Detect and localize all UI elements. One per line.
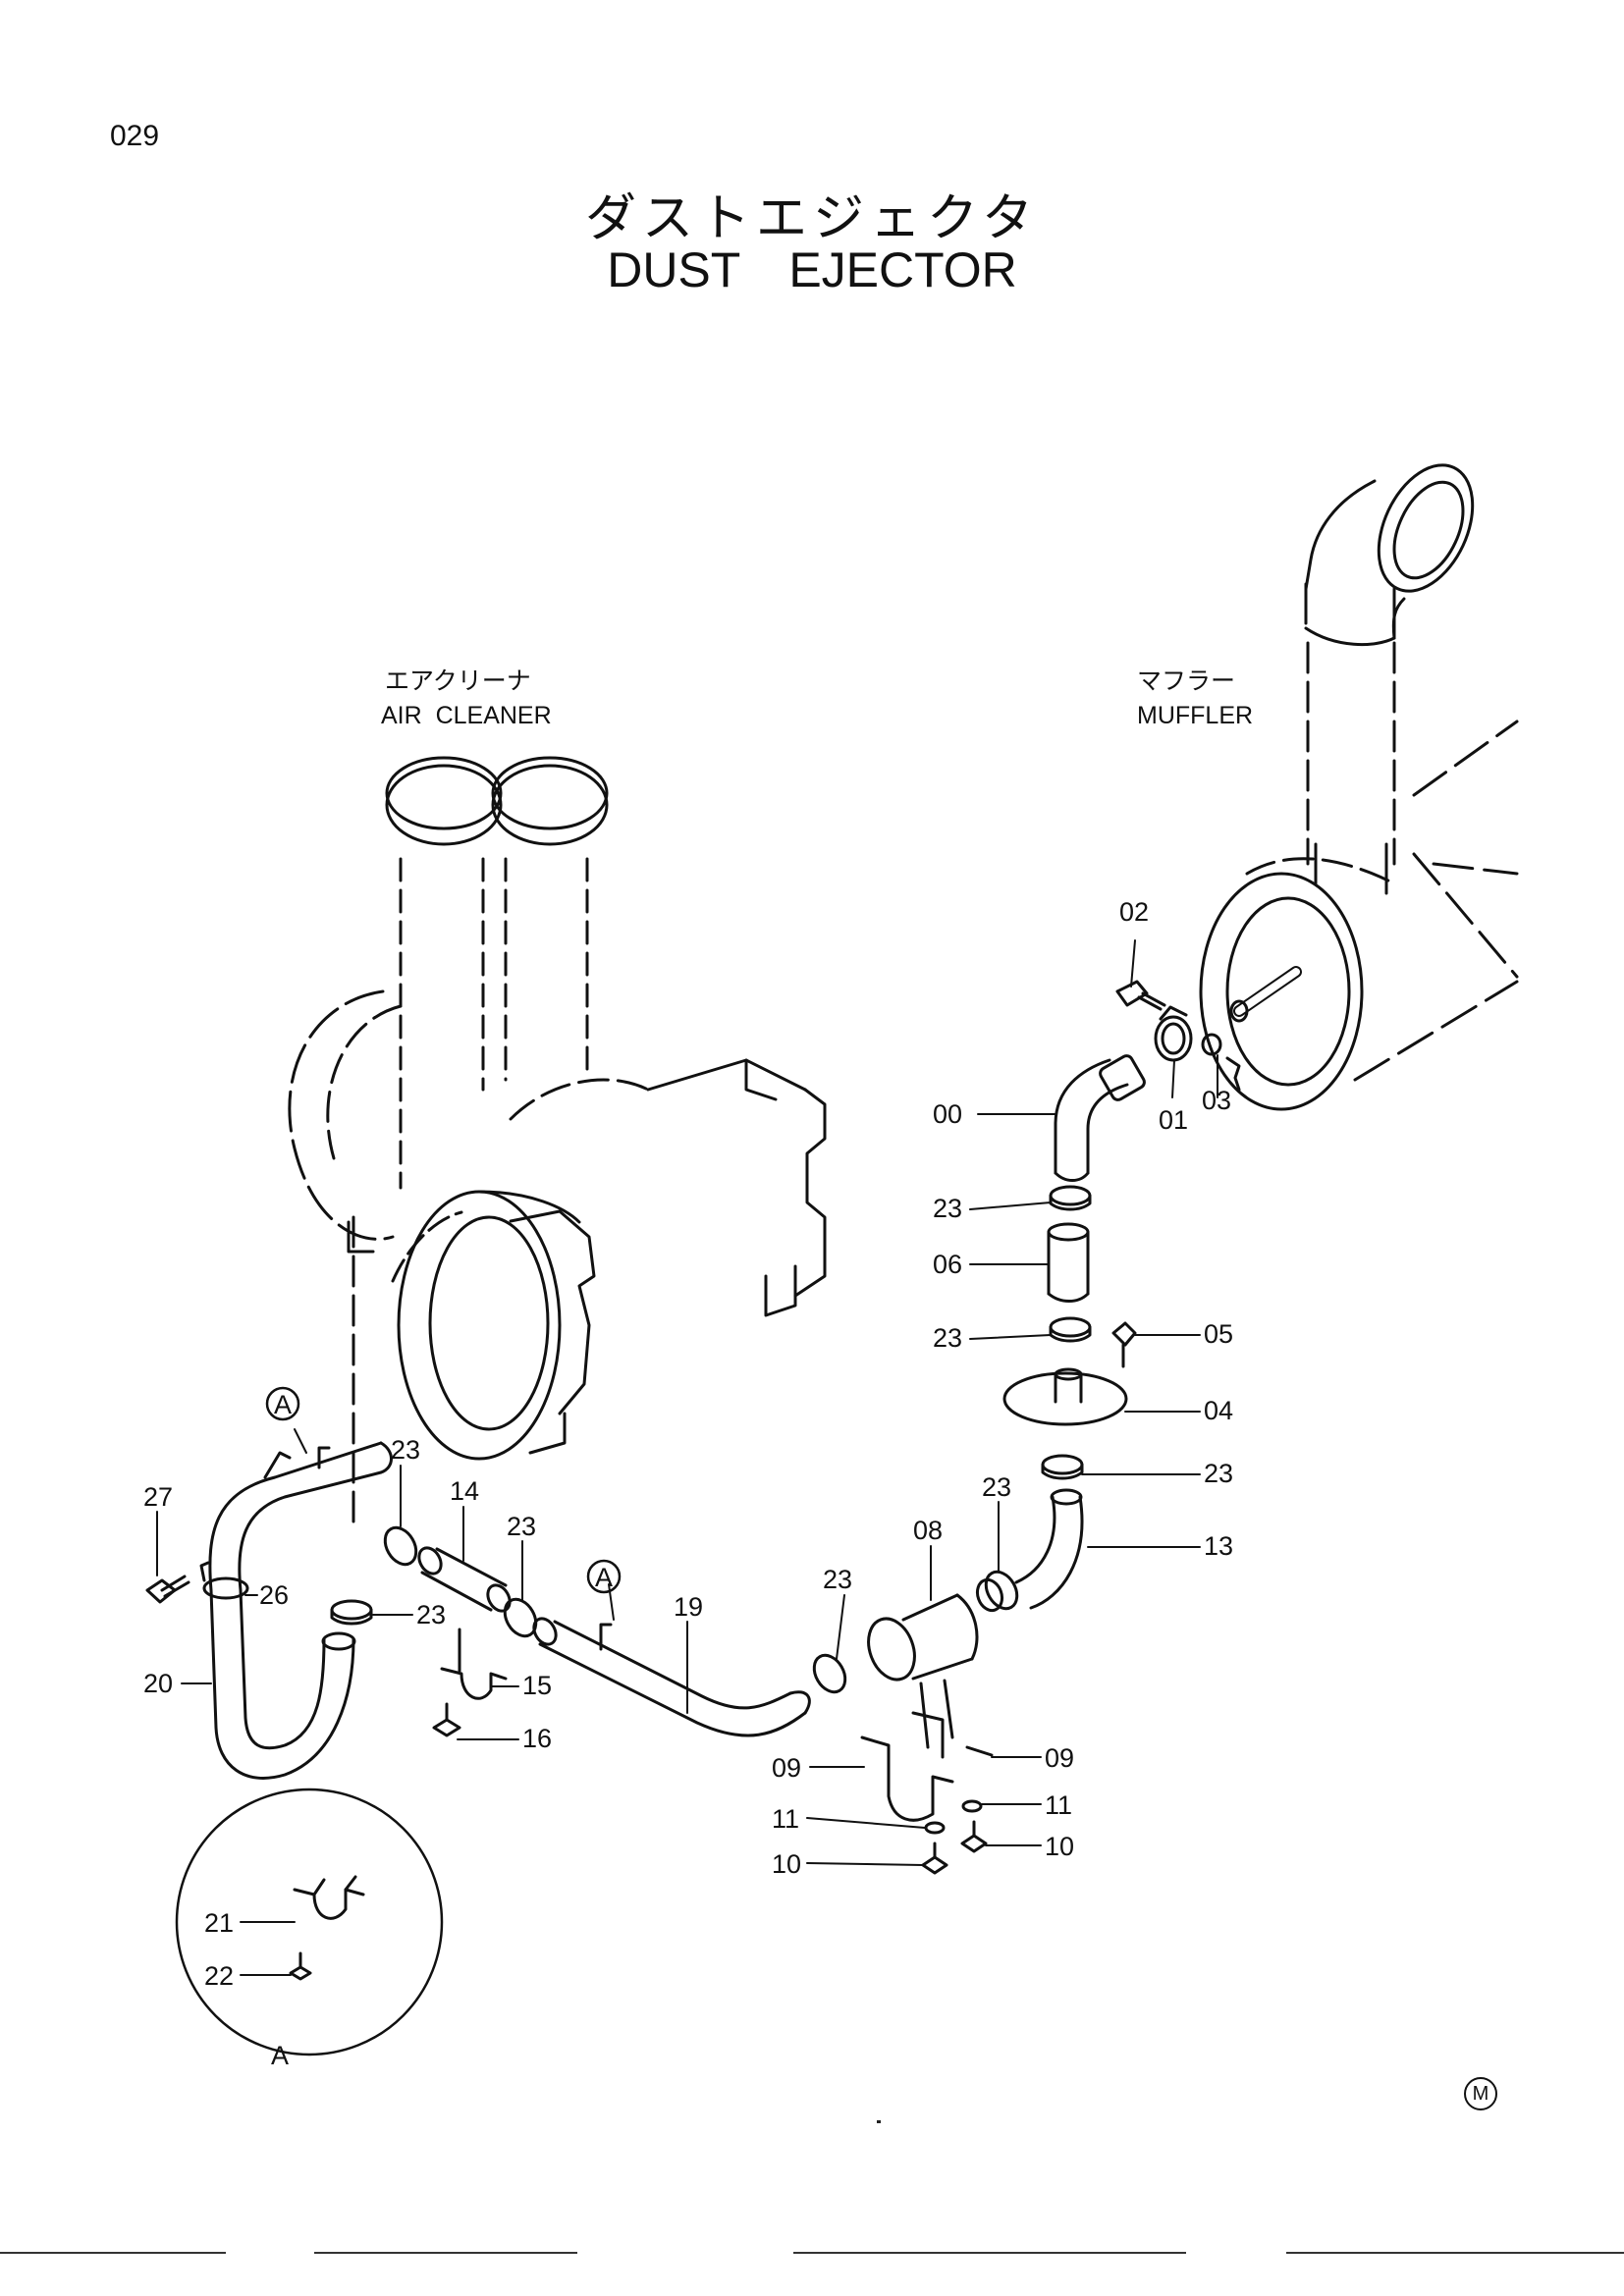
callout-23-d: 23 bbox=[982, 1472, 1011, 1502]
muffler-label-en: MUFFLER bbox=[1137, 702, 1253, 729]
title-english: DUST EJECTOR bbox=[607, 242, 1017, 297]
detail-a-label: A bbox=[271, 2041, 289, 2070]
footer-rule-1 bbox=[0, 2252, 226, 2254]
brackets-09 bbox=[860, 1711, 994, 1822]
air-cleaner-label-jp: エアクリーナ bbox=[385, 667, 531, 695]
bolt-16 bbox=[432, 1702, 461, 1737]
callout-15: 15 bbox=[522, 1671, 552, 1700]
air-cleaner-outline bbox=[288, 756, 827, 1533]
ejector-valve-08 bbox=[867, 1577, 1004, 1749]
callout-11-b: 11 bbox=[1045, 1790, 1072, 1820]
callout-11-a: 11 bbox=[772, 1804, 799, 1834]
tube-06 bbox=[1047, 1222, 1090, 1303]
bolts-10 bbox=[921, 1820, 988, 1875]
callout-08: 08 bbox=[913, 1516, 943, 1545]
callout-09-a: 09 bbox=[772, 1753, 801, 1783]
callout-10-a: 10 bbox=[772, 1849, 801, 1879]
callout-27: 27 bbox=[143, 1482, 173, 1512]
callout-23-b: 23 bbox=[933, 1323, 962, 1353]
callout-23-f: 23 bbox=[391, 1435, 420, 1465]
callout-19: 19 bbox=[674, 1592, 703, 1622]
clamp-01 bbox=[1154, 1005, 1193, 1062]
elbow-pipe-00 bbox=[1054, 1054, 1146, 1182]
footer-rule-2 bbox=[314, 2252, 577, 2254]
footer-rule-3 bbox=[793, 2252, 1186, 2254]
corner-mark: M bbox=[1464, 2077, 1497, 2110]
detail-a-view bbox=[175, 1788, 444, 2056]
nut-03 bbox=[1201, 1033, 1241, 1092]
bracket-15 bbox=[440, 1628, 508, 1700]
hose-clamps-23-upper bbox=[1041, 1185, 1092, 1480]
speck-mark bbox=[877, 2120, 881, 2123]
footer-rule-4 bbox=[1286, 2252, 1624, 2254]
callout-23-a: 23 bbox=[933, 1194, 962, 1223]
band-26 bbox=[199, 1561, 249, 1600]
title-japanese: ダストエジェクタ bbox=[585, 189, 1039, 248]
clamp-23-right bbox=[812, 1653, 847, 1694]
callout-20: 20 bbox=[143, 1669, 173, 1698]
callout-16: 16 bbox=[522, 1724, 552, 1753]
callout-23-h: 23 bbox=[416, 1600, 446, 1629]
muffler-label-jp: マフラー bbox=[1137, 667, 1235, 695]
callout-02: 02 bbox=[1119, 897, 1149, 927]
hose-19 bbox=[532, 1617, 811, 1737]
callout-10-b: 10 bbox=[1045, 1832, 1074, 1861]
callout-05: 05 bbox=[1204, 1319, 1233, 1349]
callout-23-e: 23 bbox=[823, 1565, 852, 1594]
callout-22: 22 bbox=[204, 1961, 234, 1991]
callout-04: 04 bbox=[1204, 1396, 1233, 1425]
elbow-hose-13 bbox=[1014, 1488, 1084, 1610]
muffler-outline bbox=[1199, 463, 1519, 1111]
clamp-23-mid bbox=[503, 1597, 538, 1638]
bolt-27 bbox=[145, 1575, 190, 1604]
hose-20 bbox=[208, 1441, 393, 1780]
callout-23-g: 23 bbox=[507, 1512, 536, 1541]
callout-21: 21 bbox=[204, 1908, 234, 1938]
callout-06: 06 bbox=[933, 1250, 962, 1279]
callout-13: 13 bbox=[1204, 1531, 1233, 1561]
callout-01: 01 bbox=[1159, 1105, 1188, 1135]
air-cleaner-label-en: AIR CLEANER bbox=[381, 702, 552, 729]
callout-14: 14 bbox=[450, 1476, 479, 1506]
bolt-02 bbox=[1115, 980, 1166, 1011]
callout-23-c: 23 bbox=[1204, 1459, 1233, 1488]
callout-26: 26 bbox=[259, 1580, 289, 1610]
page-number: 029 bbox=[110, 120, 160, 152]
hose-clamps-23-left bbox=[330, 1525, 418, 1626]
section-marker-a-mid: A bbox=[595, 1563, 613, 1592]
clamp-23-ejector bbox=[984, 1570, 1019, 1611]
callout-09-b: 09 bbox=[1045, 1743, 1074, 1773]
leader-lines bbox=[156, 939, 1218, 1976]
section-markers bbox=[265, 1386, 622, 1594]
callout-00: 00 bbox=[933, 1099, 962, 1129]
section-marker-a-left: A bbox=[274, 1390, 292, 1419]
plate-04-and-bolt-05 bbox=[1002, 1321, 1137, 1426]
callout-03: 03 bbox=[1202, 1086, 1231, 1115]
